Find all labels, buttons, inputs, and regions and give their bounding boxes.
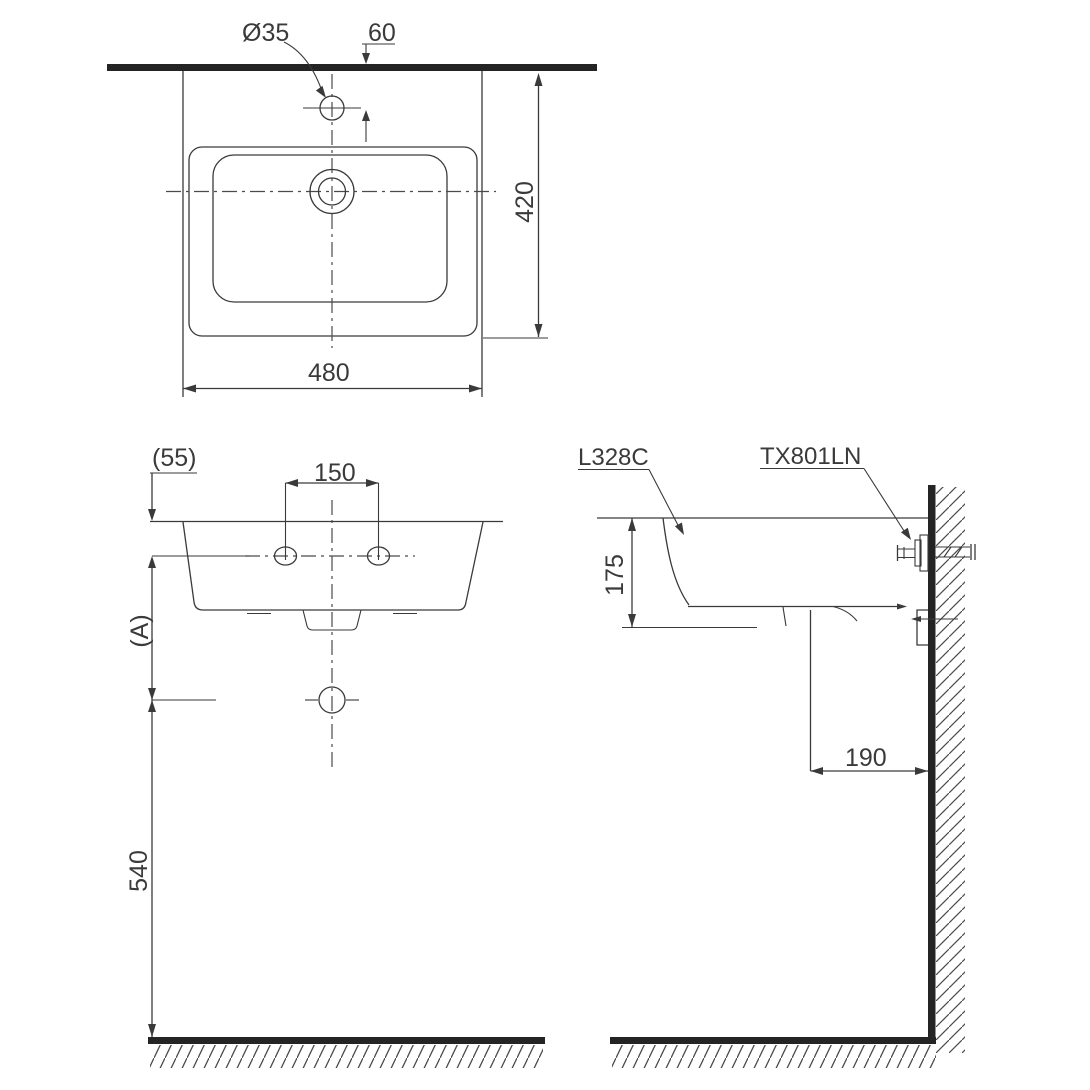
stop-valve-arrowhead — [901, 527, 911, 540]
depth-dimension-label: 420 — [511, 181, 539, 223]
drain-outer-circle — [309, 168, 355, 215]
outlet-to-floor-down-arrow — [148, 1024, 156, 1037]
basin-model-label: L328C — [578, 444, 649, 471]
outlet-to-floor-label: 540 — [125, 850, 153, 892]
width-left-arrow — [183, 384, 196, 393]
bowl-inner-outline — [212, 154, 448, 303]
rim-to-underside-up-arrow — [628, 518, 636, 531]
depth-bottom-arrow — [534, 324, 543, 337]
supply-pipe-thread-1 — [943, 546, 952, 558]
side-floor-hatching — [612, 1045, 936, 1068]
basin-model-arrowhead — [674, 522, 684, 535]
side-floor-line — [610, 1037, 936, 1044]
outlet-to-wall-label: 190 — [845, 744, 887, 772]
side-view: L328C TX801LN 175 190 — [578, 443, 976, 1068]
faucet-offset-dimension-label: 60 — [368, 19, 396, 47]
waste-outlet-socket — [916, 609, 928, 646]
front-floor-line — [148, 1037, 545, 1044]
front-basin-outline — [182, 521, 484, 611]
rim-to-holes-down-arrow — [148, 509, 156, 521]
valve-flange-inner — [914, 539, 922, 567]
waste-recess-curve — [832, 605, 858, 622]
top-view: Ø35 60 420 480 — [107, 19, 597, 397]
underside-boss-line — [782, 606, 787, 627]
side-wall-hatching — [936, 487, 965, 1053]
hole-spacing-label: 150 — [314, 459, 356, 487]
faucet-offset-up-arrow — [362, 110, 370, 121]
drain-inner-circle — [317, 177, 347, 206]
faucet-offset-down-arrow — [362, 53, 370, 64]
outlet-to-wall-right-arrow — [915, 767, 928, 775]
outlet-to-wall-left-arrow — [810, 767, 823, 775]
stop-valve-fitting — [896, 534, 976, 572]
top-view-wall-line — [107, 64, 597, 71]
basin-model-leader — [648, 469, 681, 530]
waste-pipe-tick — [911, 616, 921, 622]
width-right-arrow — [469, 384, 482, 393]
front-view: 150 (55) (A) 540 — [125, 444, 545, 1068]
side-wall-line — [928, 485, 936, 1044]
front-outlet-circle — [318, 686, 346, 714]
rim-to-underside-down-arrow — [628, 614, 636, 627]
front-drain-boss — [302, 609, 362, 631]
valve-flange-outer — [919, 534, 929, 572]
faucet-hole-diameter-label: Ø35 — [242, 19, 289, 47]
depth-top-arrow — [534, 73, 543, 86]
supply-pipe-thread-2 — [954, 546, 963, 558]
front-floor-hatching — [150, 1045, 543, 1068]
bowl-rim-outline — [188, 146, 478, 337]
hole-spacing-right-arrow — [366, 479, 379, 487]
holes-to-outlet-down-arrow — [148, 688, 156, 700]
rim-to-underside-label: 175 — [601, 554, 629, 596]
rim-to-holes-label: (55) — [152, 444, 196, 472]
holes-to-outlet-label: (A) — [126, 614, 154, 647]
side-front-face-curve — [662, 517, 690, 606]
faucet-hole-leader-arrowhead — [315, 85, 326, 98]
stop-valve-leader — [863, 468, 907, 535]
width-dimension-label: 480 — [308, 359, 350, 387]
faucet-hole-leader-line — [283, 41, 324, 95]
underside-end-tick — [897, 603, 907, 610]
stop-valve-label: TX801LN — [760, 443, 861, 470]
hole-spacing-left-arrow — [285, 479, 298, 487]
